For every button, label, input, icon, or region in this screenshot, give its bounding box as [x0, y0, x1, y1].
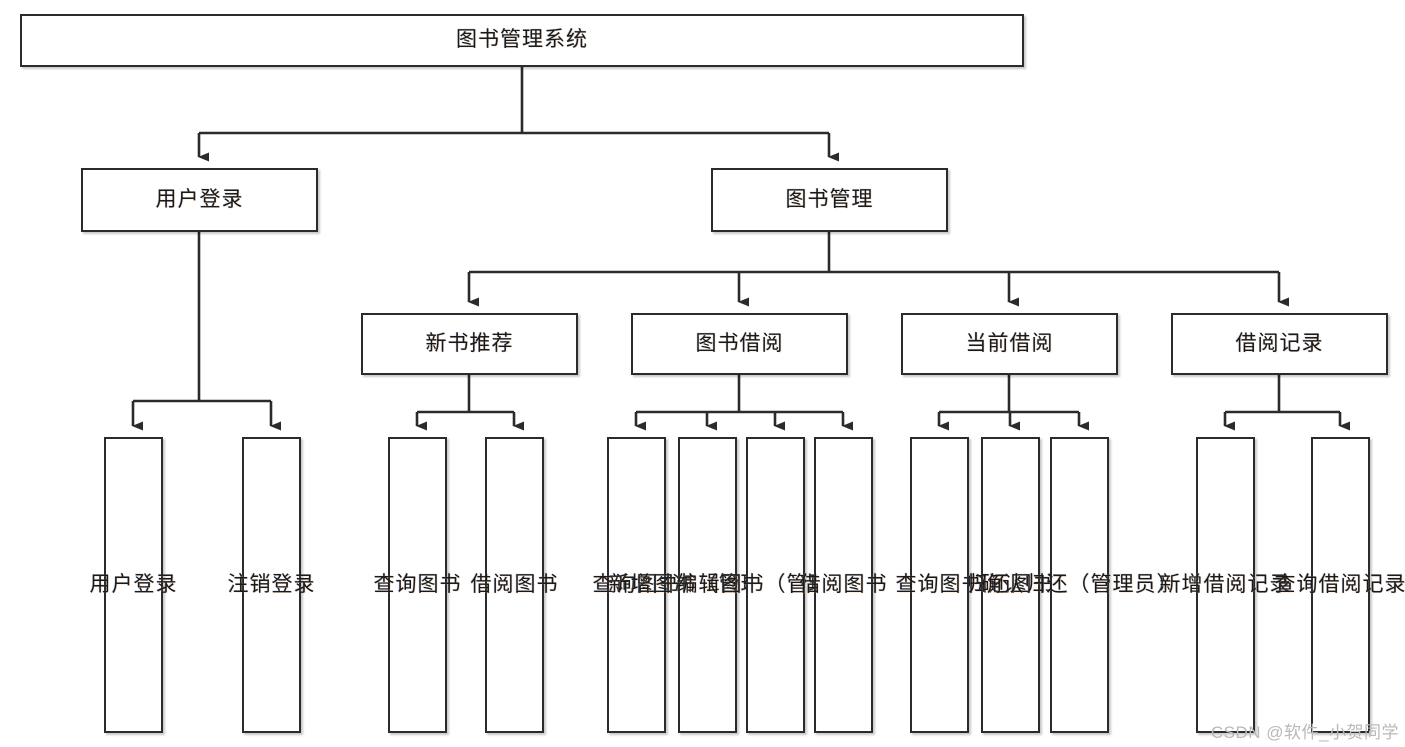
- node-level3[interactable]: 当前借阅: [901, 313, 1118, 375]
- node-label: 归还图书: [966, 572, 1055, 596]
- node-label: 借阅图书: [470, 572, 559, 596]
- node-label: 用户登录: [155, 187, 244, 211]
- node-leaves[interactable]: 新增借阅记录: [1160, 437, 1291, 733]
- node-level3[interactable]: 借阅记录: [1171, 313, 1388, 375]
- node-label: 查询借阅记录: [1274, 572, 1405, 596]
- node-label: 确认归还（管理员）: [980, 572, 1179, 596]
- node-label: 借阅记录: [1235, 331, 1324, 355]
- node-level3[interactable]: 新书推荐: [361, 313, 578, 375]
- node-level2[interactable]: 用户登录: [81, 168, 318, 232]
- node-label: 查询图书: [895, 572, 984, 596]
- node-label: 查询图书: [373, 572, 462, 596]
- node-label: 新增借阅记录: [1159, 572, 1292, 596]
- node-label: 注销登录: [227, 572, 316, 596]
- node-label: 图书管理: [785, 187, 874, 211]
- node-leaves[interactable]: 查询图书: [593, 437, 680, 733]
- node-leaves[interactable]: 借阅图书: [471, 437, 558, 733]
- node-label: 新书推荐: [425, 331, 514, 355]
- node-label: 用户登录: [89, 572, 178, 596]
- node-leaves[interactable]: 确认归还（管理员）: [981, 437, 1178, 733]
- node-leaves[interactable]: 用户登录: [90, 437, 177, 733]
- node-label: 查询图书: [592, 572, 681, 596]
- node-leaves[interactable]: 查询借阅记录: [1275, 437, 1405, 733]
- node-level3[interactable]: 图书借阅: [631, 313, 848, 375]
- node-root[interactable]: 图书管理系统: [20, 14, 1024, 67]
- node-label: 图书借阅: [695, 331, 784, 355]
- watermark-label: CSDN @软件_小贺同学: [1210, 723, 1399, 742]
- node-leaves[interactable]: 借阅图书: [800, 437, 887, 733]
- node-label: 图书管理系统: [456, 28, 588, 52]
- node-level2[interactable]: 图书管理: [711, 168, 948, 232]
- node-leaves[interactable]: 查询图书: [896, 437, 983, 733]
- node-label: 借阅图书: [799, 572, 888, 596]
- node-leaves[interactable]: 归还图书: [967, 437, 1054, 733]
- node-label: 当前借阅: [965, 331, 1054, 355]
- node-leaves[interactable]: 注销登录: [228, 437, 315, 733]
- node-leaves[interactable]: 编辑图书（管理员）: [677, 437, 874, 733]
- node-leaves[interactable]: 查询图书: [374, 437, 461, 733]
